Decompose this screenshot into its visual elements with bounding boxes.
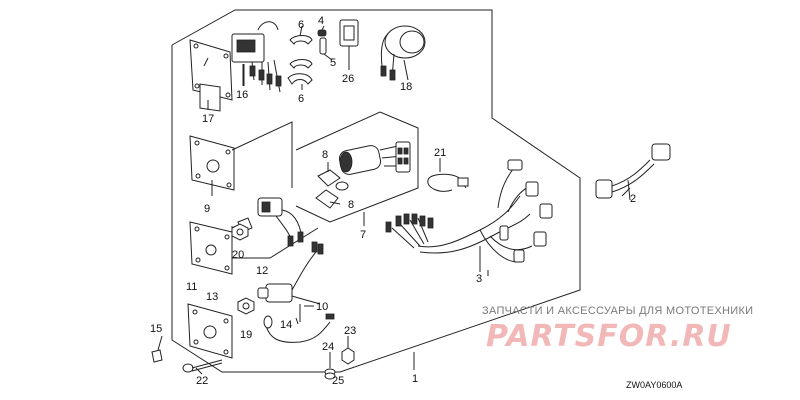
callout-17: 17 bbox=[202, 113, 214, 125]
part-20-nut bbox=[231, 223, 249, 241]
part-6-clips bbox=[287, 35, 313, 85]
callout-23: 23 bbox=[344, 325, 356, 337]
callout-6-bottom: 6 bbox=[298, 93, 304, 105]
leader-lines bbox=[157, 25, 631, 375]
callout-13: 13 bbox=[206, 291, 218, 303]
callout-9: 9 bbox=[204, 203, 210, 215]
diagram-code: ZW0AY0600A bbox=[626, 380, 682, 390]
callout-16: 16 bbox=[236, 89, 248, 101]
callout-10: 10 bbox=[316, 301, 328, 313]
part-3-main-harness bbox=[385, 159, 553, 272]
callout-22: 22 bbox=[196, 375, 208, 387]
callout-21: 21 bbox=[434, 147, 446, 159]
part-23-24-25-fasteners bbox=[324, 347, 355, 380]
callout-6-top: 6 bbox=[298, 19, 304, 31]
part-18-buzzer bbox=[380, 25, 426, 81]
callout-8-top: 8 bbox=[322, 149, 328, 161]
callout-8-bottom: 8 bbox=[348, 199, 354, 211]
part-15-clip bbox=[151, 349, 163, 363]
callout-18: 18 bbox=[400, 81, 412, 93]
watermark-logo: PARTSFOR.RU bbox=[486, 319, 732, 354]
watermark: ЗАПЧАСТИ И АКСЕССУАРЫ ДЛЯ МОТОТЕХНИКИ PA… bbox=[482, 305, 753, 354]
assembly-boundary bbox=[171, 9, 581, 373]
callout-20: 20 bbox=[232, 249, 244, 261]
callout-12: 12 bbox=[256, 265, 268, 277]
part-11-plate bbox=[187, 303, 233, 359]
part-10-trim-switch bbox=[257, 241, 335, 343]
part-9-panel-plate bbox=[189, 135, 235, 196]
callout-3: 3 bbox=[476, 273, 482, 285]
callout-4: 4 bbox=[318, 15, 324, 27]
part-19-nut bbox=[237, 297, 255, 315]
callout-labels: 1 2 3 4 5 6 6 7 8 8 9 10 11 12 13 14 15 … bbox=[150, 15, 636, 387]
callout-11: 11 bbox=[186, 281, 197, 293]
part-13-plate bbox=[189, 221, 233, 275]
watermark-tagline: ЗАПЧАСТИ И АКСЕССУАРЫ ДЛЯ МОТОТЕХНИКИ bbox=[482, 305, 753, 317]
callout-24: 24 bbox=[322, 341, 334, 353]
callout-25: 25 bbox=[332, 375, 344, 387]
part-16-switch bbox=[231, 21, 282, 93]
part-17-switch-plate bbox=[189, 39, 233, 112]
callout-15: 15 bbox=[150, 323, 162, 335]
callout-26: 26 bbox=[342, 73, 354, 85]
part-7-ignition-switch-group bbox=[295, 111, 419, 223]
part-4-5-pins bbox=[317, 29, 327, 55]
callout-5: 5 bbox=[330, 57, 336, 69]
part-2-extension-harness bbox=[595, 143, 671, 201]
callout-2: 2 bbox=[630, 193, 636, 205]
part-22-screw bbox=[182, 359, 223, 373]
callout-14: 14 bbox=[280, 319, 292, 331]
part-21-clamp bbox=[427, 173, 469, 192]
callout-7: 7 bbox=[360, 229, 366, 241]
callout-1: 1 bbox=[412, 373, 418, 385]
callout-19: 19 bbox=[240, 329, 252, 341]
